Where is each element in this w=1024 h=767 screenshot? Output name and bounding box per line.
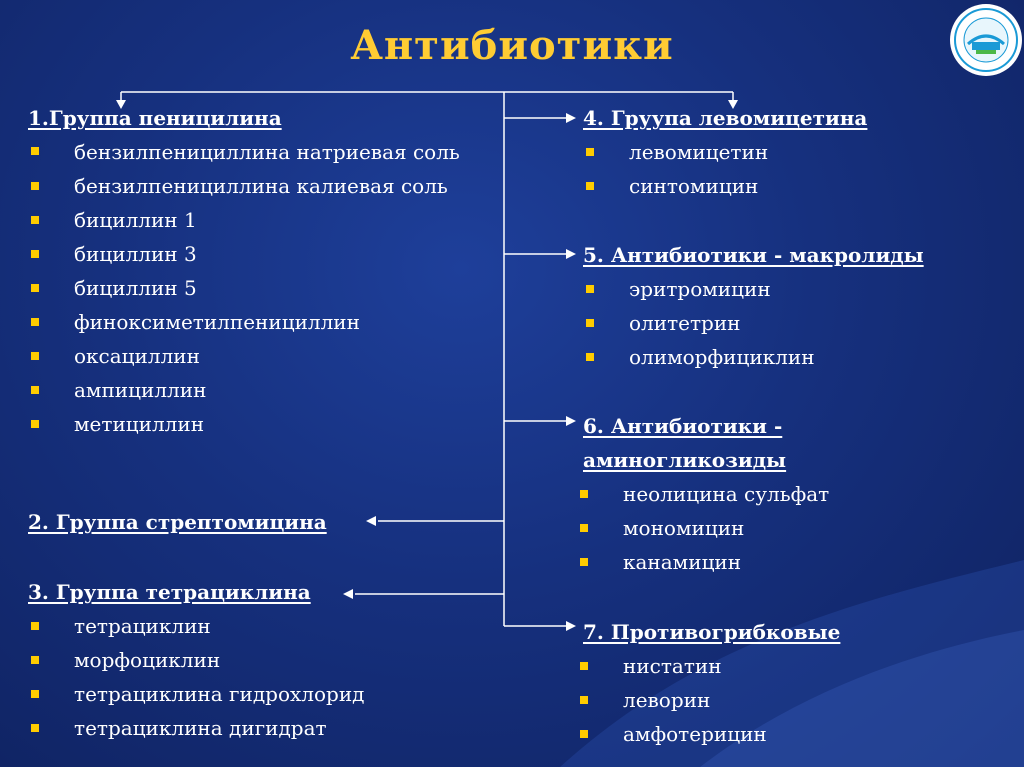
group-penicillin: 1.Группа пеницилина бензилпенициллина на… [28,101,498,441]
list-item: нистатин [577,649,840,683]
bullet-icon [580,490,588,498]
page-title: Антибиотики [350,22,674,69]
bullet-icon [31,420,39,428]
list-item: ампициллин [28,373,498,407]
list-item: канамицин [577,545,829,579]
group-tetracycline: 3. Группа тетрациклина тетрациклин морфо… [28,575,364,745]
institution-seal-icon [950,4,1022,76]
list-item: оксациллин [28,339,498,373]
group-streptomycin: 2. Группа стрептомицина [28,505,327,539]
bullet-icon [586,148,594,156]
bullet-icon [586,182,594,190]
group-aminoglycosides: 6. Антибиотики - аминогликозиды неолицин… [580,409,829,579]
bullet-icon [31,656,39,664]
group-heading: 7. Противогрибковые [583,620,841,644]
bullet-icon [586,285,594,293]
bullet-icon [31,622,39,630]
list-item: бициллин 5 [28,271,498,305]
item-list: бензилпенициллина натриевая соль бензилп… [28,135,498,441]
list-item: амфотерицин [577,717,840,751]
group-heading: 4. Груупа левомицетина [583,106,868,130]
bullet-icon [31,318,39,326]
list-item: бензилпенициллина натриевая соль [28,135,464,169]
bullet-icon [31,182,39,190]
list-item: мономицин [577,511,829,545]
bullet-icon [31,216,39,224]
bullet-icon [31,690,39,698]
bullet-icon [31,386,39,394]
group-heading: 1.Группа пеницилина [28,106,282,130]
bullet-icon [580,730,588,738]
bullet-icon [31,352,39,360]
group-levomycetin: 4. Груупа левомицетина левомицетин синто… [583,101,867,203]
group-heading-continued: аминогликозиды [583,448,787,472]
list-item: эритромицин [583,272,924,306]
group-heading: 2. Группа стрептомицина [28,510,327,534]
list-item: тетрациклин [28,609,364,643]
list-item: леворин [577,683,840,717]
group-antifungal: 7. Противогрибковые нистатин леворин амф… [580,615,841,751]
list-item: неолицина сульфат [577,477,829,511]
list-item: олитетрин [583,306,924,340]
item-list: эритромицин олитетрин олиморфициклин [583,272,924,374]
item-list: нистатин леворин амфотерицин [577,649,840,751]
group-macrolides: 5. Антибиотики - макролиды эритромицин о… [583,238,924,374]
bullet-icon [31,284,39,292]
group-heading: 6. Антибиотики - [583,414,783,438]
list-item: тетрациклина гидрохлорид [28,677,364,711]
bullet-icon [31,147,39,155]
bullet-icon [31,250,39,258]
bullet-icon [31,724,39,732]
list-item: бициллин 3 [28,237,498,271]
group-heading: 5. Антибиотики - макролиды [583,243,924,267]
item-list: тетрациклин морфоциклин тетрациклина гид… [28,609,364,745]
list-item: левомицетин [583,135,867,169]
list-item: олиморфициклин [583,340,924,374]
bullet-icon [580,558,588,566]
list-item: бициллин 1 [28,203,498,237]
item-list: неолицина сульфат мономицин канамицин [577,477,829,579]
list-item: тетрациклина дигидрат [28,711,364,745]
bullet-icon [586,319,594,327]
list-item: синтомицин [583,169,867,203]
list-item: бензилпенициллина калиевая соль [28,169,498,203]
group-heading: 3. Группа тетрациклина [28,580,311,604]
list-item: метициллин [28,407,498,441]
item-list: левомицетин синтомицин [583,135,867,203]
list-item: морфоциклин [28,643,364,677]
bullet-icon [580,524,588,532]
bullet-icon [586,353,594,361]
list-item: финоксиметилпенициллин [28,305,498,339]
bullet-icon [580,662,588,670]
bullet-icon [580,696,588,704]
